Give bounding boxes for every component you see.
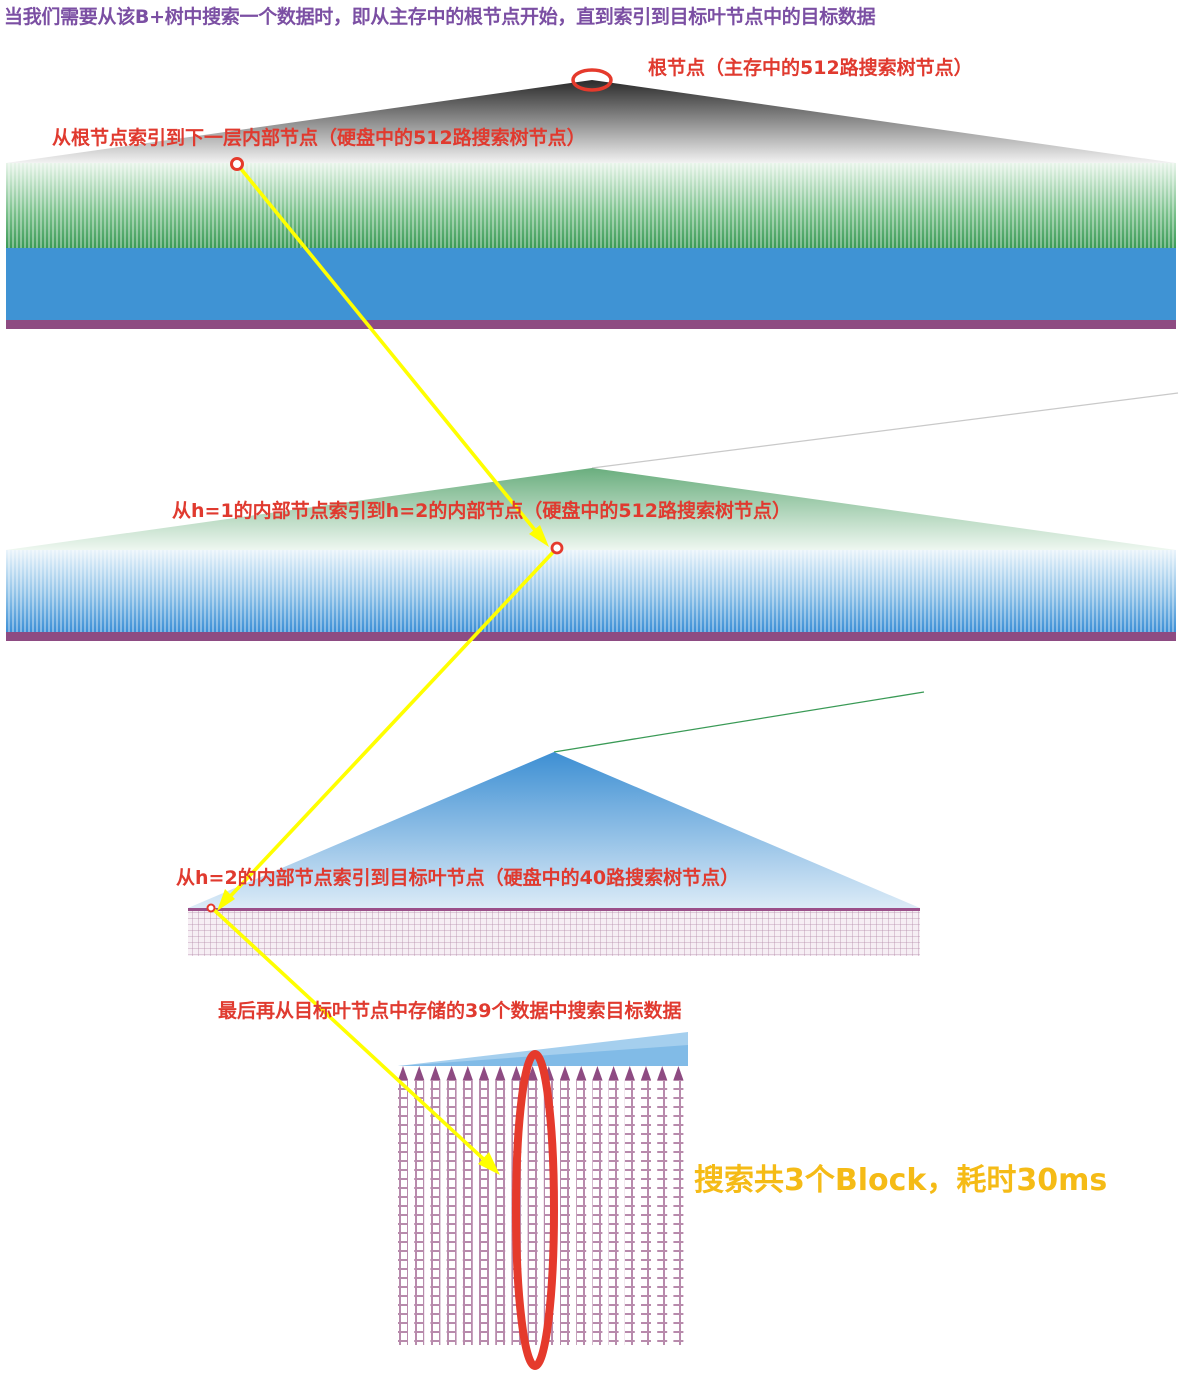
level1-step-label: 从根节点索引到下一层内部节点（硬盘中的512路搜索树节点） — [52, 127, 586, 149]
data-entry-pointer — [398, 1066, 408, 1080]
data-entry-column — [527, 1080, 538, 1345]
path-arrow-2 — [222, 546, 559, 905]
search-path — [210, 162, 559, 1168]
data-entry-column — [398, 1080, 408, 1345]
data-entry-pointer — [527, 1066, 538, 1080]
data-entry-column — [657, 1080, 668, 1345]
data-entry-column — [608, 1080, 619, 1345]
level3-fan — [188, 752, 920, 908]
leaf-data-columns — [398, 1066, 684, 1345]
data-entry-pointer — [430, 1066, 441, 1080]
level2-step-label: 从h=1的内部节点索引到h=2的内部节点（硬盘中的512路搜索树节点） — [172, 500, 791, 522]
data-entry-pointer — [641, 1066, 651, 1080]
data-entry-column — [430, 1080, 441, 1345]
data-entry-pointer — [495, 1066, 506, 1080]
level2-node-marker — [550, 541, 564, 555]
data-entry-pointer — [624, 1066, 635, 1080]
leaf-node-grid — [188, 908, 920, 956]
diagram-title: 当我们需要从该B+树中搜索一个数据时，即从主存中的根节点开始，直到索引到目标叶节… — [4, 6, 876, 28]
root-node-marker — [571, 68, 613, 92]
data-entry-pointer — [446, 1066, 457, 1080]
arrow-head-2 — [217, 889, 235, 911]
data-entry-pointer — [511, 1066, 522, 1080]
search-summary: 搜索共3个Block，耗时30ms — [694, 1163, 1108, 1198]
target-data-marker — [512, 1050, 558, 1370]
data-entry-pointer — [414, 1066, 425, 1080]
data-entry-pointer — [608, 1066, 619, 1080]
data-entry-column — [446, 1080, 457, 1345]
level2-fan — [6, 468, 1176, 550]
final-step-label: 最后再从目标叶节点中存储的39个数据中搜索目标数据 — [218, 1000, 682, 1022]
data-entry-column — [495, 1080, 506, 1345]
data-entry-column — [592, 1080, 603, 1345]
level2-fan-edge — [591, 392, 1179, 469]
data-entry-pointer — [592, 1066, 603, 1080]
data-entry-column — [673, 1080, 684, 1345]
level3-node-marker — [206, 903, 216, 913]
data-entry-pointer — [673, 1066, 684, 1080]
data-entry-pointer — [479, 1066, 489, 1080]
data-entry-column — [624, 1080, 635, 1345]
root-fan — [6, 80, 1176, 163]
data-entry-column — [560, 1080, 570, 1345]
level1-node-marker — [230, 157, 244, 171]
arrow-head-3 — [478, 1152, 500, 1175]
data-entry-column — [462, 1080, 473, 1345]
level3-step-label: 从h=2的内部节点索引到目标叶节点（硬盘中的40路搜索树节点） — [176, 867, 740, 889]
level2-band — [6, 550, 1176, 641]
root-node-label: 根节点（主存中的512路搜索树节点） — [648, 57, 973, 79]
data-entry-pointer — [560, 1066, 570, 1080]
data-entry-column — [543, 1080, 554, 1345]
arrow-heads — [217, 525, 549, 1175]
data-entry-column — [576, 1080, 587, 1345]
data-entry-column — [641, 1080, 651, 1345]
data-entry-column — [479, 1080, 489, 1345]
path-arrow-3 — [210, 906, 493, 1168]
data-entry-column — [414, 1080, 425, 1345]
path-arrow-1 — [235, 162, 545, 542]
leaf-fan-wedge — [398, 1032, 688, 1066]
data-entry-pointer — [462, 1066, 473, 1080]
level3-fan-edge — [553, 691, 925, 753]
arrow-head-1 — [529, 525, 549, 547]
level1-band — [6, 163, 1176, 329]
data-entry-pointer — [576, 1066, 587, 1080]
data-entry-pointer — [657, 1066, 668, 1080]
